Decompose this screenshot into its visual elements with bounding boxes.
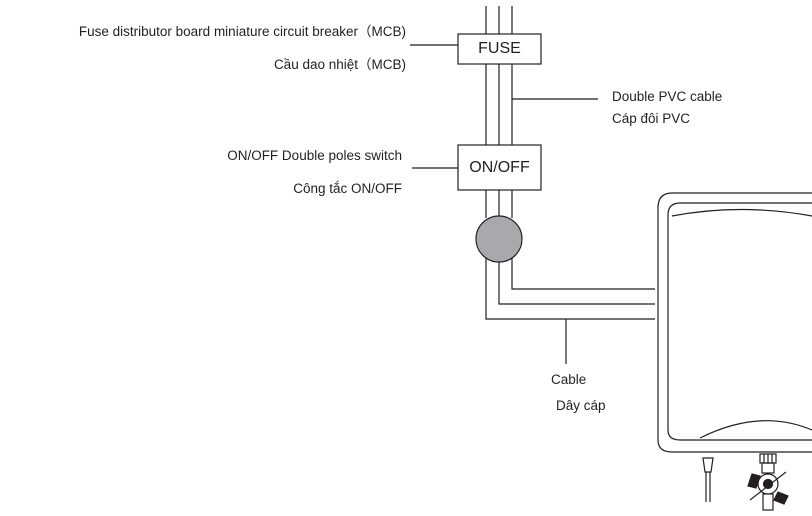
cable-label-en: Cable (551, 372, 587, 387)
cable-line (511, 256, 655, 290)
water-heater-inner-panel (667, 202, 812, 441)
switch-label-en: ON/OFF Double poles switch (227, 148, 402, 163)
water-heater-top-arc (671, 208, 812, 217)
cable-label-vi: Dây cáp (556, 398, 606, 413)
pvc-cable-label-vi: Cáp đôi PVC (612, 111, 691, 126)
valve-icon (747, 453, 789, 511)
water-heater-body (657, 192, 812, 453)
fuse-box-label: FUSE (478, 40, 521, 57)
fuse-label-en: Fuse distributor board miniature circuit… (78, 24, 406, 39)
plug-icon (702, 457, 714, 502)
junction-box (475, 215, 523, 263)
switch-label-vi: Công tắc ON/OFF (293, 181, 402, 196)
pvc-cable-label-en: Double PVC cable (612, 89, 723, 104)
cable-line (498, 262, 655, 305)
cable-line (485, 256, 655, 320)
water-heater-bottom-arc (699, 420, 812, 439)
fuse-label-vi: Cầu dao nhiệt（MCB) (273, 57, 406, 72)
switch-box-label: ON/OFF (469, 159, 530, 176)
